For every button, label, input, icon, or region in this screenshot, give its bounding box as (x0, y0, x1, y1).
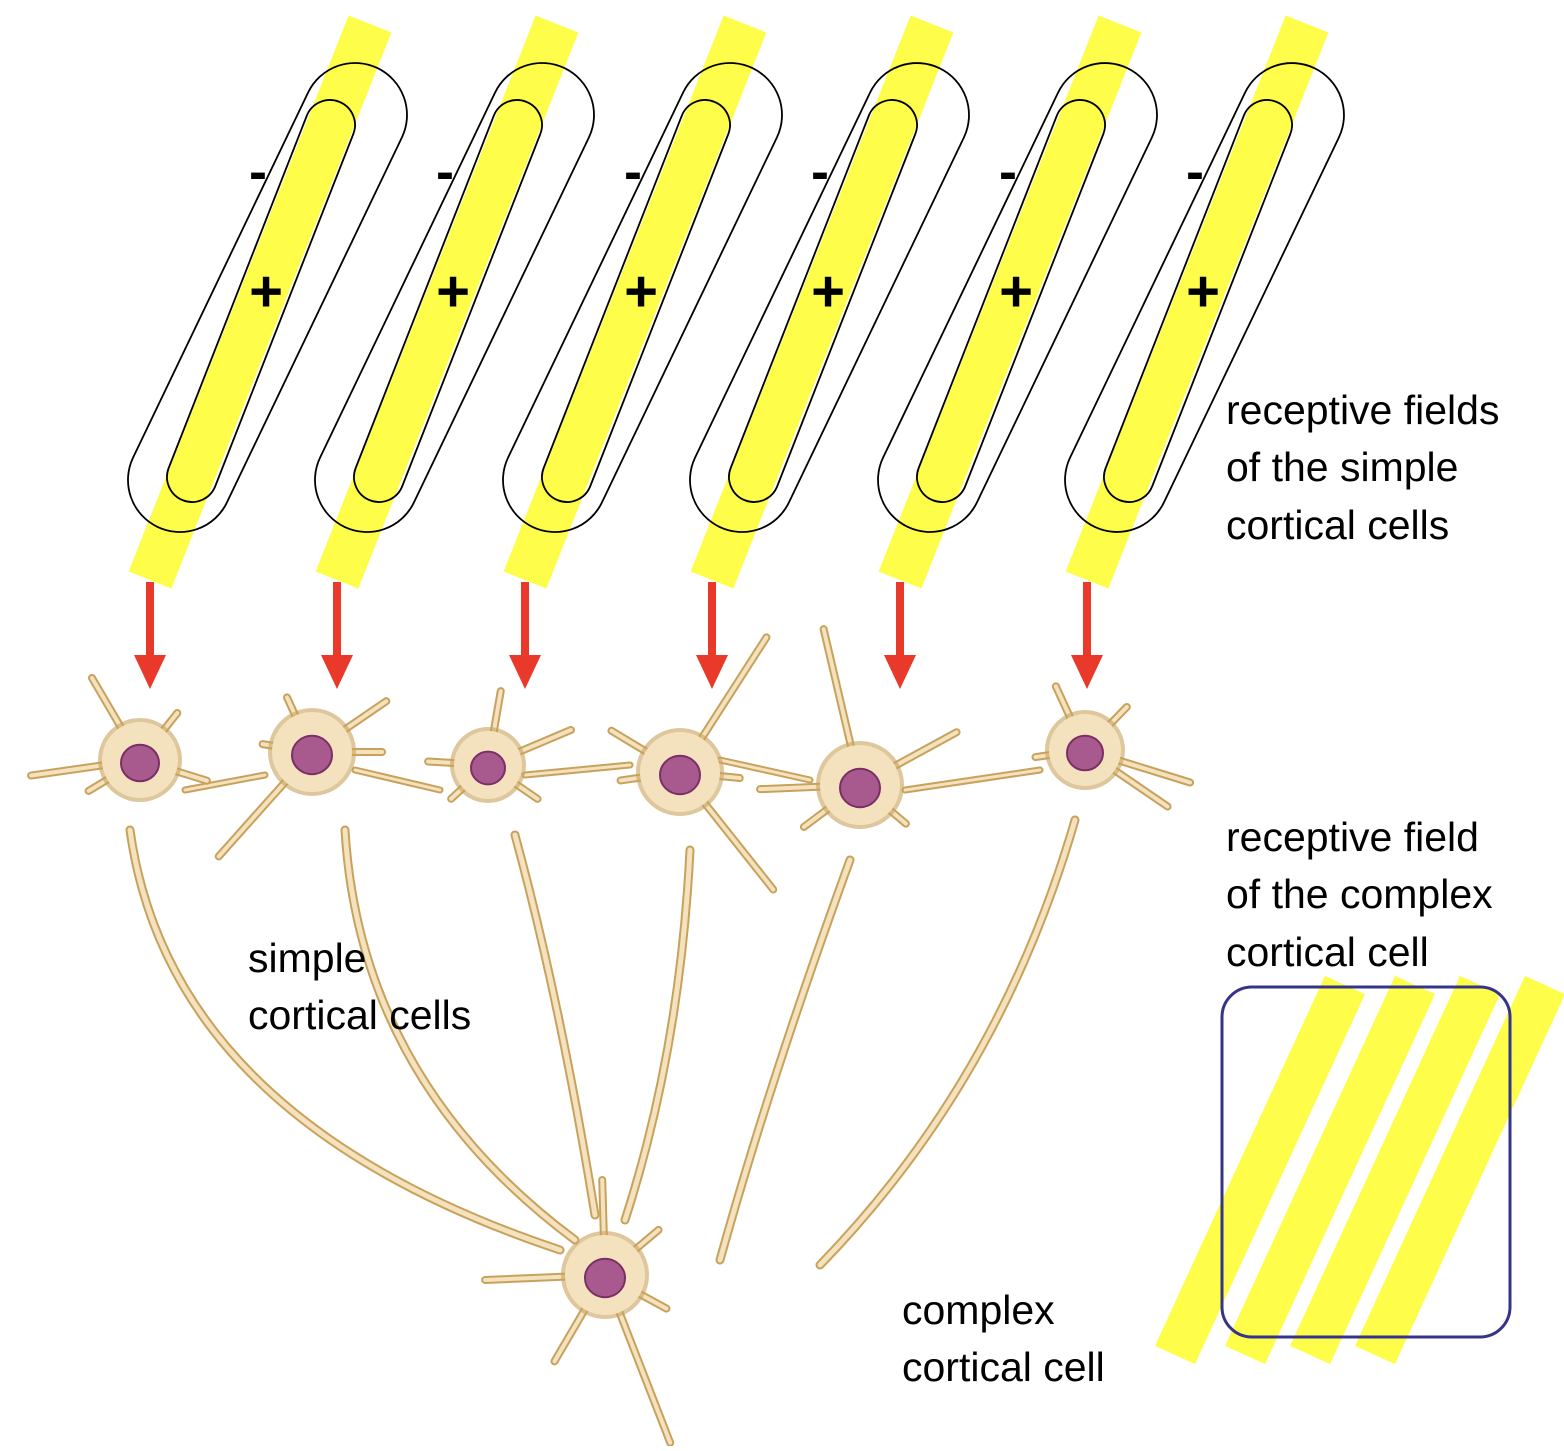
label-line: receptive field (1226, 814, 1479, 860)
axon-core (512, 832, 598, 1218)
axon-core (817, 817, 1078, 1268)
axon-core (622, 847, 693, 1223)
stimulus-bar (503, 15, 767, 589)
rf-inner-outline (166, 99, 356, 503)
rf-outer-outline (1064, 62, 1345, 533)
dendrite-core (903, 768, 1042, 792)
complex-stimulus-bar (1355, 975, 1564, 1365)
stimulus-bar (690, 15, 954, 589)
simple-cortical-cell-nucleus (291, 734, 333, 776)
inhibitory-sign: - (999, 142, 1017, 202)
label-complex-receptive-field: receptive field of the complex cortical … (1226, 809, 1493, 981)
excitatory-sign: + (249, 259, 283, 324)
arrow-head (1071, 655, 1103, 689)
stimulus-bar (1065, 15, 1329, 589)
inhibitory-sign: - (624, 142, 642, 202)
rf-outer-outline (502, 62, 783, 533)
projection-arrow (884, 582, 916, 689)
stimulus-bar (128, 15, 392, 589)
simple-receptive-field: -+ (877, 15, 1158, 589)
excitatory-sign: + (624, 259, 658, 324)
arrow-head (321, 655, 353, 689)
projection-arrow (696, 582, 728, 689)
axon-core (717, 857, 853, 1263)
neuron-layer (27, 625, 1195, 1447)
simple-receptive-field: -+ (502, 15, 783, 589)
simple-cortical-cell-nucleus (120, 743, 160, 783)
projection-arrows (134, 582, 1103, 689)
dendrite-core (183, 773, 267, 792)
arrow-head (509, 655, 541, 689)
projection-arrow (1071, 582, 1103, 689)
excitatory-sign: + (811, 259, 845, 324)
simple-cortical-cell-nucleus (1066, 734, 1104, 772)
rf-outer-outline (127, 62, 408, 533)
rf-inner-outline (541, 99, 731, 503)
complex-stimulus-bar (1155, 975, 1365, 1365)
projection-arrow (134, 582, 166, 689)
label-line: cortical cells (1226, 501, 1450, 548)
label-line: simple (248, 935, 367, 981)
label-line: of the simple (1226, 444, 1459, 491)
complex-receptive-field-box (1220, 985, 1512, 1339)
stimulus-bar (878, 15, 1142, 589)
excitatory-sign: + (436, 259, 470, 324)
inhibitory-sign: - (249, 142, 267, 202)
dendrite-core (353, 768, 442, 792)
simple-receptive-field: -+ (314, 15, 595, 589)
complex-stimulus-bar (1290, 975, 1500, 1365)
rf-outer-outline (689, 62, 970, 533)
rf-outer-outline (877, 62, 1158, 533)
arrow-head (696, 655, 728, 689)
projection-arrow (321, 582, 353, 689)
label-line: cortical cell (1226, 928, 1429, 975)
label-line: cortical cell (902, 1344, 1105, 1391)
arrow-head (134, 655, 166, 689)
axon (815, 815, 1080, 1270)
dendrite-core (718, 758, 812, 782)
simple-receptive-fields: -+-+-+-+-+-+ (127, 15, 1345, 589)
inhibitory-sign: - (1186, 142, 1204, 202)
label-simple-receptive-fields: receptive fields of the simple cortical … (1226, 382, 1499, 554)
projection-arrow (509, 582, 541, 689)
dendrite-core (523, 763, 632, 777)
label-complex-cortical-cell: complex cortical cell (902, 1282, 1105, 1397)
axon-core (342, 827, 578, 1243)
complex-receptive-field (1155, 975, 1564, 1365)
label-line: cortical cells (248, 992, 472, 1039)
axon (620, 845, 695, 1225)
rf-inner-outline (728, 99, 918, 503)
simple-cortical-cell-nucleus (659, 754, 701, 796)
label-line: complex (902, 1287, 1055, 1333)
simple-cortical-cell-nucleus (470, 750, 506, 786)
rf-inner-outline (353, 99, 543, 503)
simple-receptive-field: -+ (689, 15, 970, 589)
stimulus-bar (315, 15, 579, 589)
axon-core (127, 827, 563, 1253)
complex-cortical-cell-nucleus (584, 1257, 626, 1299)
label-line: of the complex (1226, 871, 1493, 918)
inhibitory-sign: - (436, 142, 454, 202)
arrow-head (884, 655, 916, 689)
excitatory-sign: + (999, 259, 1033, 324)
complex-stimulus-bar (1225, 975, 1435, 1365)
rf-outer-outline (314, 62, 595, 533)
label-simple-cortical-cells: simple cortical cells (248, 930, 471, 1045)
simple-receptive-field: -+ (1064, 15, 1345, 589)
rf-inner-outline (916, 99, 1106, 503)
excitatory-sign: + (1186, 259, 1220, 324)
simple-cortical-cell-nucleus (839, 767, 881, 809)
simple-receptive-field: -+ (127, 15, 408, 589)
rf-inner-outline (1103, 99, 1293, 503)
inhibitory-sign: - (811, 142, 829, 202)
label-line: receptive fields (1226, 387, 1500, 433)
